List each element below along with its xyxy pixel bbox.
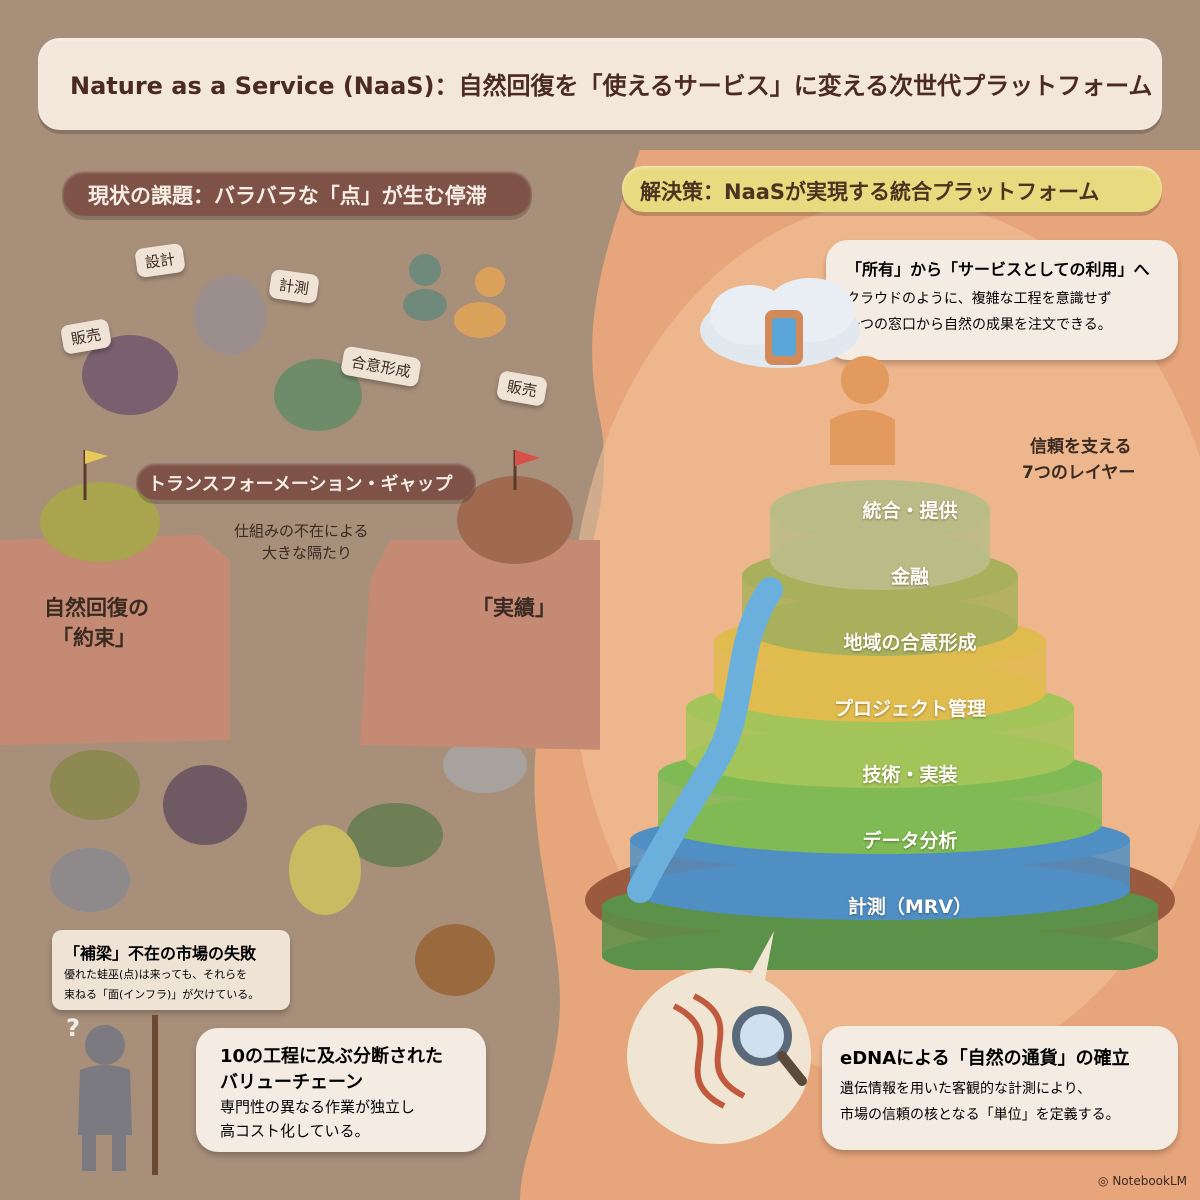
left-heading: 現状の課題：バラバラな「点」が生む停滞 — [88, 184, 487, 208]
blob — [50, 750, 140, 820]
page-title: Nature as a Service (NaaS)：自然回復を「使えるサービス… — [70, 72, 1153, 100]
footer-brand: NotebookLM — [1112, 1174, 1188, 1188]
edna-title: eDNAによる「自然の通貨」の確立 — [840, 1048, 1130, 1069]
cloud-service-desc-1: クラウドのように、複雑な工程を意識せず — [846, 291, 1112, 307]
cloud-service-bubble — [826, 240, 1178, 360]
value-chain-title-2: バリューチェーン — [220, 1072, 364, 1093]
cloud-and-user — [700, 278, 895, 465]
layer-bottom — [714, 662, 1046, 722]
magnifier-icon — [732, 1006, 792, 1066]
right-heading: 解決策：NaaSが実現する統合プラットフォーム — [640, 180, 1100, 204]
mound-left — [40, 482, 160, 562]
promise-label-1: 自然回復の — [44, 596, 149, 620]
dna-icon — [672, 993, 746, 1109]
left-cliff — [0, 535, 230, 745]
layer-label: 統合・提供 — [862, 500, 958, 522]
gap-plaque — [136, 462, 476, 500]
flag-right — [515, 450, 540, 466]
blob — [274, 359, 362, 431]
person-blob-body — [454, 302, 506, 338]
blob — [347, 803, 443, 867]
market-failure-desc-1: 優れた蛙巫(点)は来っても、それらを — [64, 968, 248, 981]
layer-bottom — [742, 596, 1018, 656]
value-chain-title-1: 10の工程に及ぶ分断された — [220, 1046, 444, 1067]
title-plaque — [38, 38, 1162, 130]
layer-label: データ分析 — [862, 830, 958, 852]
gap-desc-2: 大きな隔たり — [262, 544, 353, 562]
blob — [50, 848, 130, 912]
blob — [443, 737, 527, 793]
person-body — [78, 1065, 132, 1135]
market-failure-desc-2: 束ねる「面(インフラ)」が欠けている。 — [64, 988, 260, 1001]
layer-label: 計測（MRV） — [847, 896, 973, 918]
person-head — [85, 1025, 125, 1065]
layer-label: プロジェクト管理 — [833, 698, 986, 720]
person-blob-head — [409, 254, 441, 286]
market-failure-title: 「補梁」不在の市場の失敗 — [64, 944, 257, 963]
cloud-service-desc-2: 一つの窓口から自然の成果を注文できる。 — [846, 317, 1112, 333]
cliffs — [0, 450, 600, 750]
layers-caption-2: 7つのレイヤー — [1022, 463, 1136, 483]
gap-title: トランスフォーメーション・ギャップ — [148, 474, 453, 495]
user-head — [841, 356, 889, 404]
notebooklm-icon: ◎ — [1098, 1174, 1109, 1188]
person-blob-body — [403, 289, 447, 321]
value-chain-bubble — [196, 1028, 486, 1152]
layer-bottom — [602, 926, 1158, 970]
fragmented-blobs — [50, 254, 527, 996]
left-heading-plaque — [62, 170, 532, 216]
user-body — [830, 410, 895, 465]
value-chain-desc-2: 高コスト化している。 — [220, 1122, 370, 1140]
layer-label: 金融 — [890, 566, 929, 588]
question-mark: ? — [66, 1014, 80, 1042]
notebooklm-logo: ◎ NotebookLM — [1098, 1174, 1187, 1188]
layer-bottom — [770, 530, 990, 590]
layers-caption-1: 信頼を支える — [1030, 437, 1132, 457]
layer-label: 技術・実装 — [862, 764, 958, 786]
blob — [163, 765, 247, 845]
value-chain-desc-1: 専門性の異なる作業が独立し — [220, 1098, 416, 1116]
layer-bottom — [658, 794, 1102, 854]
blob — [82, 335, 178, 415]
edna-desc-1: 遺伝情報を用いた客観的な計測により、 — [840, 1081, 1092, 1097]
gap-desc-1: 仕組みの不在による — [234, 522, 369, 540]
edna-bubble — [822, 1026, 1178, 1150]
dna-icon-bubble — [627, 931, 811, 1144]
layer-bottom — [630, 860, 1130, 920]
result-label: 「実績」 — [472, 596, 556, 620]
thinking-person — [78, 1015, 158, 1175]
cloud-service-title: 「所有」から「サービスとしての利用」へ — [846, 260, 1150, 279]
blob — [194, 275, 266, 355]
sign-post — [152, 1015, 158, 1175]
river — [627, 577, 783, 903]
person-blob-head — [475, 267, 505, 297]
mound-right — [457, 476, 573, 564]
promise-label-2: 「約束」 — [52, 626, 136, 650]
market-failure-sign — [52, 930, 290, 1010]
edna-desc-2: 市場の信頼の核となる「単位」を定義する。 — [840, 1107, 1120, 1123]
blob — [415, 924, 495, 996]
right-heading-plaque — [622, 166, 1162, 212]
layer-label: 地域の合意形成 — [843, 632, 977, 654]
layer-bottom — [686, 728, 1074, 788]
blob — [289, 825, 361, 915]
layer-cake — [585, 480, 1175, 970]
layer-top — [770, 480, 990, 540]
flag-left — [85, 450, 108, 464]
right-cliff — [360, 540, 600, 750]
